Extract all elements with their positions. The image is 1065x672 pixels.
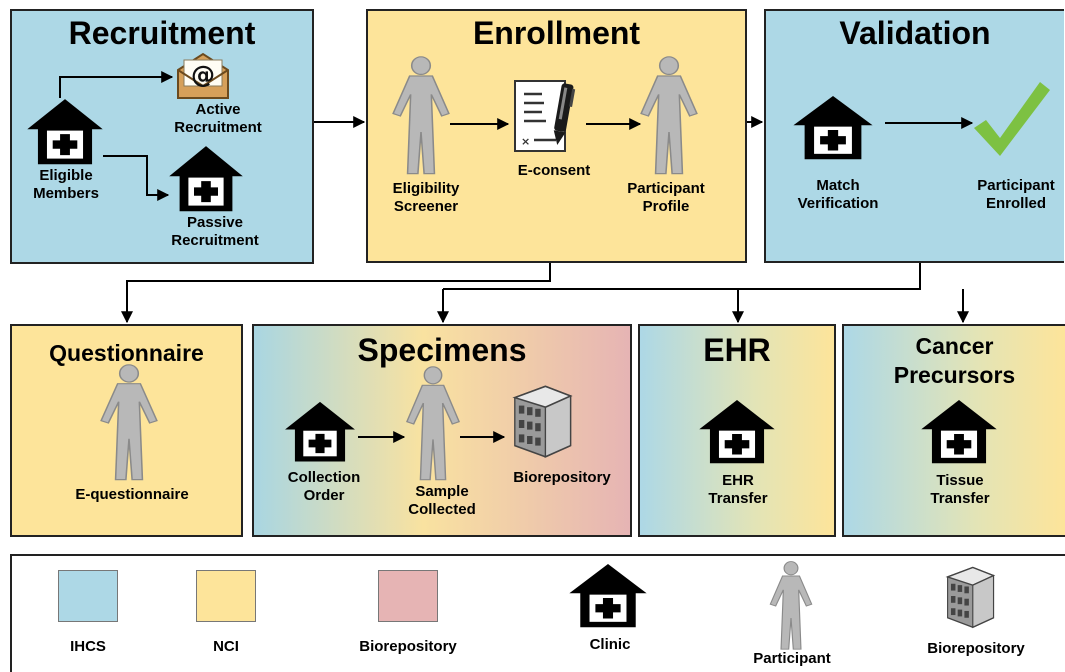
tissue-transfer-line1: Tissue xyxy=(936,472,984,489)
arrow-to-active-recruitment xyxy=(59,71,174,98)
legend-label-biorepository-icon: Biorepository xyxy=(927,640,1025,657)
legend-label-biorepository-color: Biorepository xyxy=(359,638,457,655)
ehr-transfer-line2: Transfer xyxy=(708,490,768,507)
sample-collected-line1: Sample xyxy=(415,483,469,500)
participant-enrolled-line1: Participant xyxy=(977,177,1055,194)
legend-clinic-icon xyxy=(566,562,650,630)
building-icon xyxy=(508,380,576,460)
collection-order-label: Collection Order xyxy=(288,469,361,505)
legend-label-participant: Participant xyxy=(753,650,831,667)
active-recruitment-line2: Recruitment xyxy=(174,119,262,136)
legend-swatch-ihcs xyxy=(58,570,118,622)
eligible-members-line2: Members xyxy=(33,185,99,202)
cancer-precursors-title: Cancer Precursors xyxy=(844,332,1065,390)
participant-enrolled-line2: Enrolled xyxy=(985,195,1046,212)
participant-profile-label: Participant Profile xyxy=(627,180,705,216)
validation-title: Validation xyxy=(839,15,991,51)
tissue-transfer-line2: Transfer xyxy=(930,490,990,507)
eligibility-screener-line1: Eligibility xyxy=(392,180,460,197)
legend-label-nci: NCI xyxy=(213,638,239,655)
person-icon xyxy=(390,56,452,176)
recruitment-title: Recruitment xyxy=(68,15,256,51)
clinic-icon xyxy=(918,398,1000,466)
eligible-members-label: Eligible Members xyxy=(33,167,99,203)
participant-profile-line1: Participant xyxy=(627,180,705,197)
match-verification-line2: Verification xyxy=(797,195,879,212)
enrollment-title: Enrollment xyxy=(472,15,641,51)
clinic-icon xyxy=(696,398,778,466)
checkmark-icon xyxy=(974,82,1050,156)
specimens-title: Specimens xyxy=(357,332,527,368)
svg-text:@: @ xyxy=(191,61,215,89)
legend-label-clinic: Clinic xyxy=(589,636,631,653)
participant-profile-line2: Profile xyxy=(642,198,690,215)
legend-panel xyxy=(10,554,1065,672)
legend-person-icon xyxy=(768,561,814,651)
eligibility-screener-line2: Screener xyxy=(393,198,459,215)
legend-label-ihcs: IHCS xyxy=(70,638,106,655)
match-verification-label: Match Verification xyxy=(798,177,879,213)
collection-order-line2: Order xyxy=(303,487,345,504)
connector-validation-trunk xyxy=(443,263,921,290)
eligibility-screener-label: Eligibility Screener xyxy=(393,180,460,216)
legend-building-icon xyxy=(942,562,998,630)
active-recruitment-line1: Active xyxy=(195,101,241,118)
legend-swatch-biorepository xyxy=(378,570,438,622)
tissue-transfer-label: Tissue Transfer xyxy=(930,472,989,508)
ehr-title: EHR xyxy=(703,332,771,368)
ehr-transfer-line1: EHR xyxy=(722,472,754,489)
questionnaire-title: Questionnaire xyxy=(49,340,204,366)
person-icon xyxy=(638,56,700,176)
arrow-enrollment-to-questionnaire xyxy=(121,263,551,324)
svg-text:×: × xyxy=(521,135,530,148)
document-pen-icon: × xyxy=(514,80,576,152)
active-recruitment-label: Active Recruitment xyxy=(174,101,262,137)
clinic-icon xyxy=(790,94,876,162)
sample-collected-label: Sample Collected xyxy=(408,483,476,519)
equestionnaire-label: E-questionnaire xyxy=(75,486,189,503)
passive-recruitment-line1: Passive xyxy=(187,214,243,231)
match-verification-line1: Match xyxy=(816,177,860,194)
cancer-precursors-title-line2: Precursors xyxy=(893,362,1016,388)
legend-swatch-nci xyxy=(196,570,256,622)
clinic-icon xyxy=(24,97,106,167)
arrow-to-passive-recruitment xyxy=(103,155,170,201)
person-icon xyxy=(98,364,160,482)
clinic-icon xyxy=(166,144,246,214)
participant-enrolled-label: Participant Enrolled xyxy=(977,177,1055,213)
collection-order-line1: Collection xyxy=(287,469,361,486)
envelope-at-icon: @ xyxy=(177,52,229,99)
eligible-members-line1: Eligible xyxy=(39,167,93,184)
passive-recruitment-line2: Recruitment xyxy=(171,232,259,249)
biorepository-label: Biorepository xyxy=(513,469,611,486)
sample-collected-line2: Collected xyxy=(408,501,476,518)
ehr-transfer-label: EHR Transfer xyxy=(708,472,767,508)
passive-recruitment-label: Passive Recruitment xyxy=(171,214,259,250)
clinic-icon xyxy=(282,400,358,464)
person-icon xyxy=(404,366,462,482)
cancer-precursors-title-line1: Cancer xyxy=(915,333,994,359)
econsent-label: E-consent xyxy=(517,162,591,179)
